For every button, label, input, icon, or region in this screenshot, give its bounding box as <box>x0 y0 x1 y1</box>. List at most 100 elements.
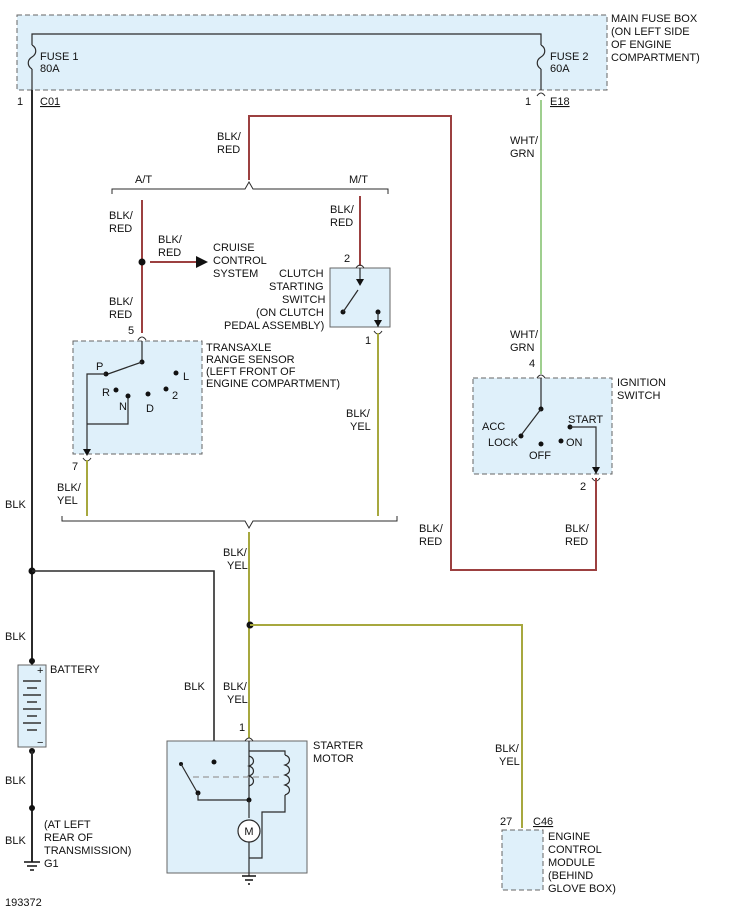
clutch-pin-in: 2 <box>344 253 350 265</box>
splice-cruise <box>138 258 146 266</box>
wire-blk-red-label-at-2a: BLK/ <box>109 296 134 308</box>
starter-solenoid-circuit <box>248 741 286 859</box>
transaxle-pos-d: D <box>146 403 154 415</box>
wire-blk-red-label-top-a: BLK/ <box>217 131 242 143</box>
starter-contact-arm <box>180 763 198 793</box>
ecm-label-line-2: CONTROL <box>548 844 602 856</box>
ground-splice <box>29 805 35 811</box>
starter-label-line-2: MOTOR <box>313 753 354 765</box>
fuse-1-pin-number: 1 <box>17 96 23 108</box>
connector-c01: C01 <box>40 96 60 108</box>
clutch-label-line-3: SWITCH <box>282 294 325 306</box>
wire-blk-yel-label-main-a: BLK/ <box>223 547 248 559</box>
fuse-2-name: FUSE 2 <box>550 51 589 63</box>
starter-pin: 1 <box>239 722 245 734</box>
ground-id: G1 <box>44 858 59 870</box>
option-brace-bottom <box>61 516 398 530</box>
wire-blk-label-2: BLK <box>5 631 26 643</box>
starter-pin-1-connector <box>244 737 254 742</box>
cruise-label-line-1: CRUISE <box>213 242 255 254</box>
transaxle-pos-p: P <box>96 361 103 373</box>
wire-blk-red-label-mt-a: BLK/ <box>330 204 355 216</box>
transaxle-park-return <box>87 396 129 425</box>
fuse-1-symbol <box>27 44 37 70</box>
branch-mt-label: M/T <box>349 174 368 186</box>
wire-blk-yel-label-ecm-a: BLK/ <box>495 743 520 755</box>
starter-coil-right <box>283 754 291 796</box>
clutch-output-arrow <box>374 320 382 327</box>
transaxle-pos-2: 2 <box>172 390 178 402</box>
transaxle-label-line-1: TRANSAXLE <box>206 342 271 354</box>
ecm-label-line-5: GLOVE BOX) <box>548 883 616 895</box>
ignition-pin-in: 4 <box>529 358 535 370</box>
wire-blk-red-label-at-1a: BLK/ <box>109 210 134 222</box>
transaxle-pin-out: 7 <box>72 461 78 473</box>
starter-coil-left <box>247 755 255 787</box>
wire-blk-yel-label-starter-a: BLK/ <box>223 681 248 693</box>
clutch-switch-arm <box>342 289 359 313</box>
ignition-pin-out: 2 <box>580 481 586 493</box>
fuse-2-pin-number: 1 <box>525 96 531 108</box>
transaxle-pos-n: N <box>119 401 127 413</box>
clutch-pin-out: 1 <box>365 335 371 347</box>
fuse-box-busbar <box>31 33 542 45</box>
ignition-pos-on: ON <box>566 437 583 449</box>
wire-blk-label-starter: BLK <box>184 681 205 693</box>
wire-blk-yel-label-main-b: YEL <box>227 560 248 572</box>
connector-c46: C46 <box>533 816 553 828</box>
transaxle-label-line-3: (LEFT FRONT OF <box>206 366 296 378</box>
fuse-box-title-line-4: COMPARTMENT) <box>611 52 700 64</box>
wire-blk-label-1: BLK <box>5 499 26 511</box>
fuse-2-rating: 60A <box>550 63 570 75</box>
wire-wht-grn-label-2b: GRN <box>510 342 535 354</box>
battery-minus: − <box>37 737 43 749</box>
ignition-contact-lock <box>518 433 524 439</box>
branch-at-label: A/T <box>135 174 152 186</box>
transaxle-pin-in: 5 <box>128 325 134 337</box>
figure-id: 193372 <box>5 897 42 909</box>
ecm-label-line-3: MODULE <box>548 857 595 869</box>
transaxle-park-arrow <box>83 449 91 456</box>
ignition-start-arrow <box>592 467 600 474</box>
clutch-label-line-1: CLUTCH <box>279 268 324 280</box>
ignition-pos-acc: ACC <box>482 421 505 433</box>
wire-blk-red-label-at-1b: RED <box>109 223 132 235</box>
connector-e18: E18 <box>550 96 570 108</box>
transaxle-contact-n <box>125 393 131 399</box>
starter-ground-icon <box>242 875 256 885</box>
ignition-label-line-2: SWITCH <box>617 390 660 402</box>
wire-blk-yel-label-mt-b: YEL <box>350 421 371 433</box>
starter-contact-path <box>197 793 249 801</box>
transaxle-contact-l <box>173 370 179 376</box>
fuse-1-name: FUSE 1 <box>40 51 79 63</box>
option-brace-top <box>111 180 389 194</box>
transaxle-pin-5-connector <box>137 336 147 341</box>
engine-control-module <box>501 829 544 891</box>
starter-motor-symbol: M <box>244 826 253 838</box>
wire-blk-red-label-cruise-a: BLK/ <box>158 234 183 246</box>
ground-location-line-2: REAR OF <box>44 832 93 844</box>
transaxle-pos-r: R <box>102 387 110 399</box>
ignition-pos-lock: LOCK <box>488 437 519 449</box>
battery-label: BATTERY <box>50 664 100 676</box>
main-fuse-box-label: MAIN FUSE BOX (ON LEFT SIDE OF ENGINE CO… <box>611 13 700 64</box>
fuse-box-title-line-3: OF ENGINE <box>611 39 672 51</box>
starter-battery-terminal <box>211 759 217 765</box>
ignition-start-path <box>570 426 597 474</box>
wire-blk-red-label-at-2b: RED <box>109 309 132 321</box>
starter-motor <box>166 740 308 874</box>
transaxle-pos-l: L <box>183 371 189 383</box>
main-fuse-box <box>16 14 608 91</box>
transaxle-park-path <box>86 373 106 454</box>
transaxle-contact-r <box>113 387 119 393</box>
cruise-label-line-3: SYSTEM <box>213 268 258 280</box>
wire-blk-red-label-loop-b: RED <box>419 536 442 548</box>
wire-blk-label-3: BLK <box>5 775 26 787</box>
clutch-label-line-4: (ON CLUTCH <box>256 307 324 319</box>
ignition-contact-on <box>558 438 564 444</box>
ignition-label-line-1: IGNITION <box>617 377 666 389</box>
transaxle-label-line-2: RANGE SENSOR <box>206 354 295 366</box>
cruise-label-line-2: CONTROL <box>213 255 267 267</box>
wire-wht-grn-label-2a: WHT/ <box>510 329 539 341</box>
ignition-switch <box>472 377 613 475</box>
